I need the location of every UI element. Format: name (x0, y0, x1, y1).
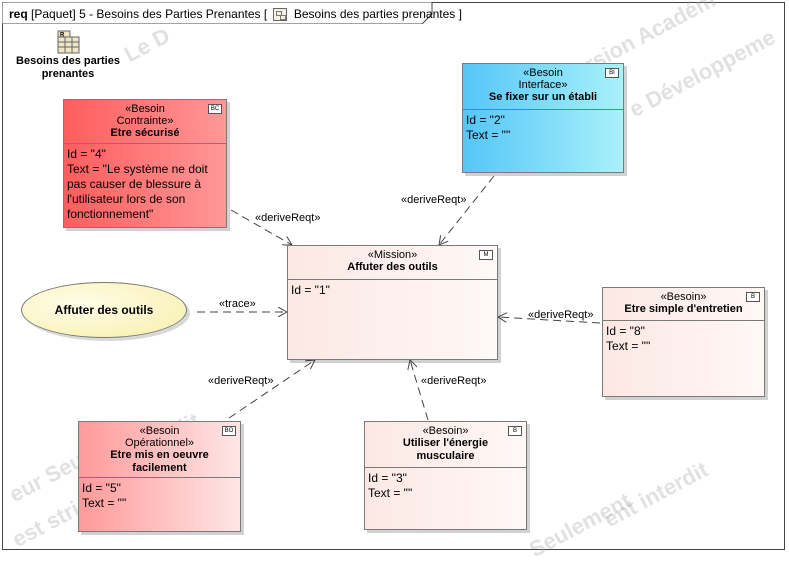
block-header: B «Besoin» Etre simple d'entretien (603, 288, 764, 321)
requirement-type-icon: BC (208, 104, 222, 114)
requirement-type-icon: BO (222, 426, 236, 436)
derive-link-interface[interactable] (439, 175, 495, 245)
frame-title: [Paquet] 5 - Besoins des Parties Prenant… (31, 7, 268, 21)
block-header: BI «Besoin Interface» Se fixer sur un ét… (463, 64, 623, 110)
block-name: Etre simple d'entretien (624, 303, 743, 315)
usecase-affuter-des-outils[interactable]: Affuter des outils (21, 282, 187, 338)
mission-affuter-des-outils[interactable]: M «Mission» Affuter des outils Id = "1" (287, 245, 498, 360)
relation-label-energie: «deriveReqt» (421, 375, 487, 387)
block-properties: Id = "4" Text = "Le système ne doit pas … (67, 147, 208, 221)
block-properties: Id = "8" Text = "" (606, 324, 651, 353)
block-stereotype: «Besoin Interface» (518, 67, 568, 91)
diagram-icon (272, 8, 287, 21)
relation-label-oeuvre: «deriveReqt» (208, 375, 274, 387)
relation-label-usecase: «trace» (219, 298, 256, 310)
block-header: BC «Besoin Contrainte» Etre sécurisé (64, 100, 226, 144)
derive-link-oeuvre[interactable] (228, 360, 315, 419)
frame-tab-shape (2, 2, 433, 24)
package-icon-letter: R (60, 33, 65, 39)
requirement-type-icon: B (746, 292, 760, 302)
usecase-label: Affuter des outils (54, 303, 154, 317)
requirement-type-icon: B (508, 426, 522, 436)
frame-keyword: req (9, 7, 28, 21)
block-stereotype: «Besoin» (660, 291, 707, 303)
derive-link-securise[interactable] (230, 209, 292, 245)
block-stereotype: «Mission» (367, 249, 418, 261)
frame-closing: ] (458, 7, 462, 21)
block-stereotype: «Besoin» (422, 425, 469, 437)
block-name: Se fixer sur un établi (488, 91, 598, 103)
relation-label-interface: «deriveReqt» (401, 194, 467, 206)
derive-link-entretien[interactable] (498, 317, 601, 324)
requirement-etre-securise[interactable]: BC «Besoin Contrainte» Etre sécurisé Id … (63, 99, 227, 228)
requirement-package-icon[interactable]: R (57, 30, 81, 54)
block-properties: Id = "1" (291, 283, 330, 297)
block-name: Etre sécurisé (110, 127, 180, 139)
requirement-se-fixer[interactable]: BI «Besoin Interface» Se fixer sur un ét… (462, 63, 624, 173)
package-label[interactable]: Besoins des parties prenantes (16, 55, 120, 80)
requirement-simple-entretien[interactable]: B «Besoin» Etre simple d'entretien Id = … (602, 287, 765, 397)
relation-label-entretien: «deriveReqt» (528, 309, 594, 321)
block-properties: Id = "2" Text = "" (466, 113, 511, 142)
block-header: BO «Besoin Opérationnel» Etre mis en oeu… (79, 422, 240, 478)
block-header: B «Besoin» Utiliser l'énergie musculaire (365, 422, 526, 468)
derive-link-energie[interactable] (410, 360, 429, 421)
frame-tab-text: req [Paquet] 5 - Besoins des Parties Pre… (9, 7, 462, 21)
block-properties: Id = "5" Text = "" (82, 481, 127, 510)
requirement-mis-en-oeuvre[interactable]: BO «Besoin Opérationnel» Etre mis en oeu… (78, 421, 241, 532)
requirement-type-icon: BI (605, 68, 619, 78)
mission-type-icon: M (479, 250, 493, 260)
frame-diagram-name: Besoins des parties prenantes (293, 7, 456, 21)
block-stereotype: «Besoin Contrainte» (116, 103, 174, 127)
relation-label-securise: «deriveReqt» (255, 212, 321, 224)
block-header: M «Mission» Affuter des outils (288, 246, 497, 280)
requirement-energie-musculaire[interactable]: B «Besoin» Utiliser l'énergie musculaire… (364, 421, 527, 530)
block-properties: Id = "3" Text = "" (368, 471, 413, 500)
block-name: Etre mis en oeuvre facilement (110, 449, 209, 474)
block-stereotype: «Besoin Opérationnel» (124, 425, 195, 449)
block-name: Utiliser l'énergie musculaire (402, 437, 489, 462)
block-name: Affuter des outils (347, 261, 438, 273)
